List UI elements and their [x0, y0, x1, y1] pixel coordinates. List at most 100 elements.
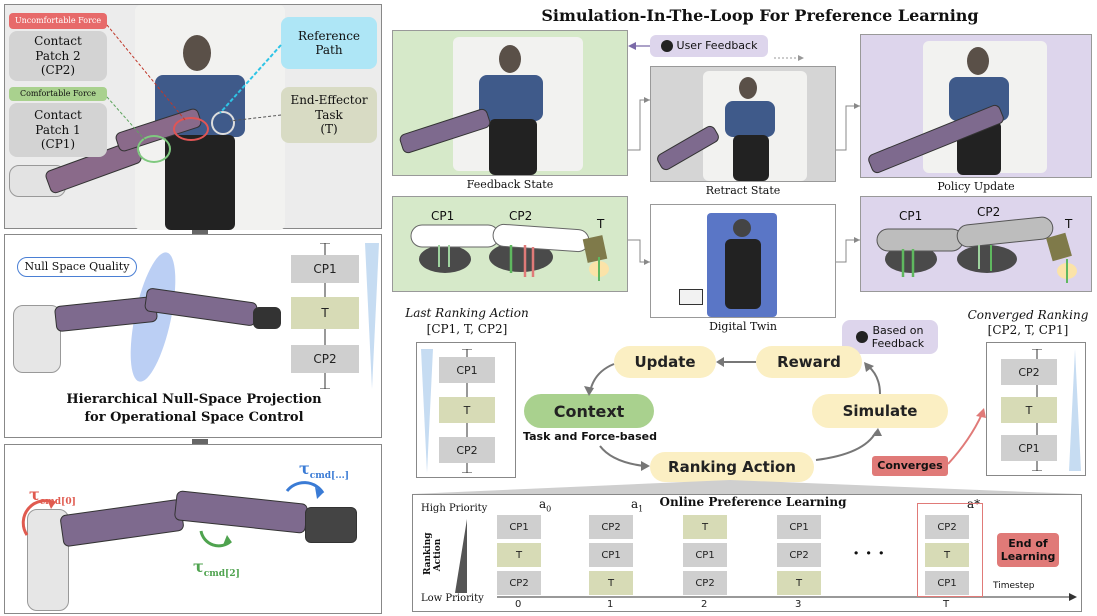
torque-panel: τcmd[0] τcmd[2] τcmd[...]	[4, 444, 382, 614]
ranking-cell: T	[683, 515, 727, 539]
end-effector-box: End-Effector Task (T)	[281, 87, 377, 143]
cp1-label: Contact Patch 1 (CP1)	[34, 108, 82, 152]
timestep-tick: 2	[701, 599, 708, 610]
torque-n-label: τcmd[...]	[299, 459, 349, 481]
high-priority-label: High Priority	[421, 503, 488, 514]
digital-twin-render	[650, 204, 836, 318]
robot-gripper	[305, 507, 357, 543]
cp2-label: Contact Patch 2 (CP2)	[34, 34, 82, 78]
patient-legs	[733, 135, 769, 181]
stack-item: CP1	[1001, 435, 1057, 461]
cp2-ellipse	[173, 117, 209, 141]
converged-ranking-list: [CP2, T, CP1]	[987, 323, 1069, 337]
patient-legs	[489, 119, 537, 175]
policy-t-label: T	[1065, 217, 1073, 231]
ranking-action-axis-label: Ranking Action	[423, 532, 443, 575]
feedback-state-photo	[392, 30, 628, 176]
update-label: Update	[634, 353, 696, 371]
feedback-state-caption: Feedback State	[466, 178, 554, 191]
timestep-label: Timestep	[993, 581, 1035, 591]
torque-subscript: cmd[0]	[39, 497, 76, 508]
twin-body	[725, 239, 761, 309]
action-subscript: 0	[546, 504, 552, 514]
ranking-cell: T	[777, 571, 821, 595]
policy-cp2-label: CP2	[977, 205, 1001, 219]
last-ranking-box: CP1 T CP2	[416, 342, 516, 478]
null-space-panel: Null Space Quality CP1 T CP2 Hierarchica…	[4, 234, 382, 438]
torque-symbol: τ	[193, 557, 204, 576]
policy-arm-sketch	[876, 216, 1077, 283]
ranking-cell: CP2	[925, 515, 969, 539]
timestep-axis	[497, 593, 1077, 601]
stack-item-label: CP2	[313, 352, 337, 366]
ranking-action-node: Ranking Action	[650, 452, 814, 482]
stack-item: CP2	[291, 345, 359, 373]
feedback-cp1-label: CP1	[431, 209, 455, 223]
action-symbol: a0	[539, 497, 552, 514]
stack-item-label: CP1	[1018, 441, 1040, 455]
user-feedback-label: User Feedback	[676, 39, 758, 53]
ranking-action-label: Ranking Action	[668, 458, 796, 476]
last-ranking-list: [CP1, T, CP2]	[426, 322, 508, 336]
feedback-cp2-label: CP2	[509, 209, 533, 223]
reference-path-label: Reference Path	[297, 28, 361, 57]
cp1-label-box: Contact Patch 1 (CP1)	[9, 103, 107, 157]
ranking-cell: T	[925, 543, 969, 567]
uncomfortable-force-tag: Uncomfortable Force	[9, 13, 107, 29]
twin-robot	[679, 289, 703, 305]
patient-head	[739, 77, 757, 99]
stack-item: CP1	[291, 255, 359, 283]
torque-symbol: τ	[299, 459, 310, 478]
label-leader-lines	[106, 24, 282, 141]
stack-item-label: T	[321, 306, 329, 320]
last-ranking-wedge	[421, 349, 433, 473]
ranking-cell: CP2	[497, 571, 541, 595]
patient-head	[183, 35, 211, 71]
converged-ranking-box: CP2 T CP1	[986, 342, 1086, 476]
hierarchy-caption: Hierarchical Null-Space Projection for O…	[66, 392, 322, 425]
ranking-cell: T	[589, 571, 633, 595]
online-learning-panel: Online Preference Learning High Priority…	[412, 494, 1082, 612]
based-on-feedback-label: Based on Feedback	[871, 323, 925, 350]
robot-gripper	[253, 307, 281, 329]
ranking-cell: CP2	[683, 571, 727, 595]
patient-photo-panel: Uncomfortable Force Contact Patch 2 (CP2…	[4, 4, 382, 230]
ellipsis: · · ·	[853, 543, 885, 564]
stack-item: CP2	[1001, 359, 1057, 385]
context-label: Context	[553, 401, 625, 421]
timestep-tick: 3	[795, 599, 802, 610]
patient-head	[967, 47, 989, 75]
stack-item: CP1	[439, 357, 495, 383]
torque-2-label: τcmd[2]	[193, 557, 240, 579]
robot-base	[13, 305, 61, 373]
patient-torso	[725, 101, 775, 137]
ranking-cell: CP1	[925, 571, 969, 595]
uncomfortable-force-label: Uncomfortable Force	[14, 16, 102, 26]
user-head-icon	[855, 331, 868, 343]
priority-wedge	[365, 243, 379, 389]
comfortable-force-tag: Comfortable Force	[9, 87, 107, 101]
null-space-quality-label: Null Space Quality	[24, 260, 130, 274]
patient-torso	[479, 75, 543, 121]
torque-arcs	[21, 481, 325, 548]
feedback-t-label: T	[597, 217, 605, 231]
torque-subscript: cmd[...]	[309, 471, 349, 482]
stack-item-label: CP1	[313, 262, 337, 276]
low-priority-label: Low Priority	[421, 593, 484, 604]
context-sublabel: Task and Force-based	[523, 430, 657, 443]
user-head-icon	[660, 40, 673, 52]
digital-twin-caption: Digital Twin	[709, 320, 777, 333]
task-ellipse	[211, 111, 235, 135]
torque-symbol: τ	[29, 485, 40, 504]
stack-item-label: T	[463, 403, 471, 417]
torque-0-label: τcmd[0]	[29, 485, 76, 507]
ranking-cell: CP1	[777, 515, 821, 539]
ranking-cell: CP1	[683, 543, 727, 567]
user-feedback-pill: User Feedback	[650, 35, 768, 57]
timestep-tick: 1	[607, 599, 614, 610]
reward-label: Reward	[777, 353, 841, 371]
last-ranking-title: Last Ranking Action	[405, 306, 529, 320]
simulate-node: Simulate	[812, 394, 948, 428]
stack-item: T	[1001, 397, 1057, 423]
